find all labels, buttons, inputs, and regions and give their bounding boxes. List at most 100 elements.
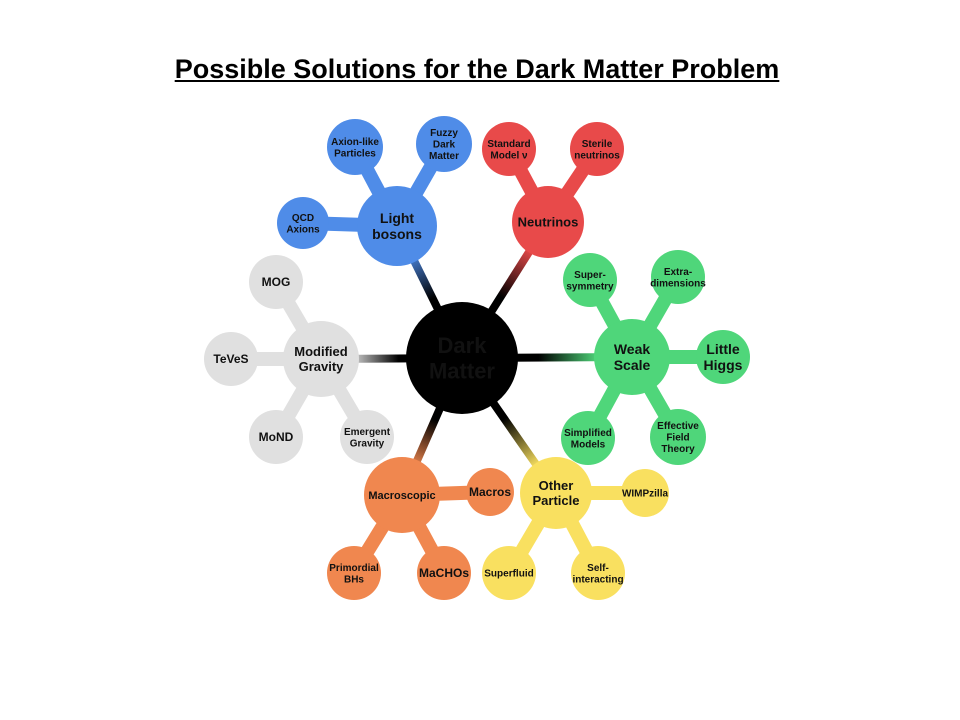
node-label: Particle: [533, 493, 580, 508]
node-mog[interactable]: MOG: [249, 255, 303, 309]
node-extra-dimensions[interactable]: Extra-dimensions: [650, 250, 706, 304]
node-label: MoND: [259, 430, 294, 444]
node-label: Gravity: [299, 359, 345, 374]
node-label: Little: [706, 341, 740, 357]
node-label: Matter: [429, 358, 495, 383]
node-label: symmetry: [566, 281, 614, 292]
node-macroscopic[interactable]: Macroscopic: [364, 457, 440, 533]
node-superfluid[interactable]: Superfluid: [482, 546, 536, 600]
node-label: interacting: [572, 574, 623, 585]
node-circle: [520, 457, 592, 529]
node-circle: [482, 546, 536, 600]
node-circle: [249, 255, 303, 309]
node-label: Super-: [574, 270, 606, 281]
node-label: neutrinos: [574, 150, 620, 161]
node-label: Matter: [429, 151, 459, 162]
node-label: Gravity: [350, 438, 385, 449]
node-label: Standard: [487, 139, 530, 150]
node-circle: [277, 197, 329, 249]
node-label: Superfluid: [484, 569, 533, 580]
node-label: bosons: [372, 226, 422, 242]
node-circle: [650, 409, 706, 465]
node-label: Neutrinos: [518, 215, 579, 230]
node-circle: [417, 546, 471, 600]
node-circle: [327, 546, 381, 600]
node-circle: [416, 116, 472, 172]
node-circle: [563, 253, 617, 307]
node-label: Emergent: [344, 427, 391, 438]
node-circle: [204, 332, 258, 386]
node-label: Effective: [657, 421, 699, 432]
node-wimpzilla[interactable]: WIMPzilla: [621, 469, 669, 517]
node-label: Scale: [614, 357, 651, 373]
node-label: Field: [666, 433, 689, 444]
node-circle: [570, 122, 624, 176]
node-circle: [651, 250, 705, 304]
node-label: Theory: [661, 444, 695, 455]
node-circle: [482, 122, 536, 176]
node-label: Higgs: [704, 357, 743, 373]
node-circle: [512, 186, 584, 258]
node-supersymmetry[interactable]: Super-symmetry: [563, 253, 617, 307]
node-circle: [571, 546, 625, 600]
node-circle: [249, 410, 303, 464]
node-label: Macroscopic: [368, 490, 435, 502]
node-label: Extra-: [664, 267, 692, 278]
node-label: QCD: [292, 213, 314, 224]
node-label: Fuzzy: [430, 128, 458, 139]
node-label: Other: [539, 478, 574, 493]
node-label: Sterile: [582, 139, 613, 150]
node-label: MaCHOs: [419, 566, 469, 580]
node-label: Models: [571, 439, 606, 450]
node-label: dimensions: [650, 278, 706, 289]
node-label: MOG: [262, 275, 291, 289]
node-label: Self-: [587, 563, 609, 574]
node-label: WIMPzilla: [622, 489, 669, 500]
node-circle: [327, 119, 383, 175]
page-title: Possible Solutions for the Dark Matter P…: [174, 54, 780, 84]
node-circle: [283, 321, 359, 397]
node-circle: [621, 469, 669, 517]
node-label: Model ν: [490, 150, 528, 161]
node-label: Primordial: [329, 563, 379, 574]
node-label: Modified: [294, 344, 347, 359]
node-circle: [696, 330, 750, 384]
node-label: Axion-like: [331, 137, 379, 148]
node-label: Axions: [286, 224, 320, 235]
node-label: Macros: [469, 485, 511, 499]
node-mond[interactable]: MoND: [249, 410, 303, 464]
node-self-interacting[interactable]: Self-interacting: [571, 546, 625, 600]
node-machos[interactable]: MaCHOs: [417, 546, 471, 600]
node-circle: [466, 468, 514, 516]
node-circle: [357, 186, 437, 266]
node-circle: [406, 302, 518, 414]
node-label: Light: [380, 210, 415, 226]
node-label: TeVeS: [213, 352, 248, 366]
node-macros[interactable]: Macros: [466, 468, 514, 516]
node-label: BHs: [344, 574, 364, 585]
node-label: Weak: [614, 341, 651, 357]
node-circle: [561, 411, 615, 465]
node-circle: [364, 457, 440, 533]
node-label: Simplified: [564, 428, 612, 439]
node-teves[interactable]: TeVeS: [204, 332, 258, 386]
node-circle: [340, 410, 394, 464]
node-neutrinos[interactable]: Neutrinos: [512, 186, 584, 258]
node-label: Dark: [438, 333, 488, 358]
